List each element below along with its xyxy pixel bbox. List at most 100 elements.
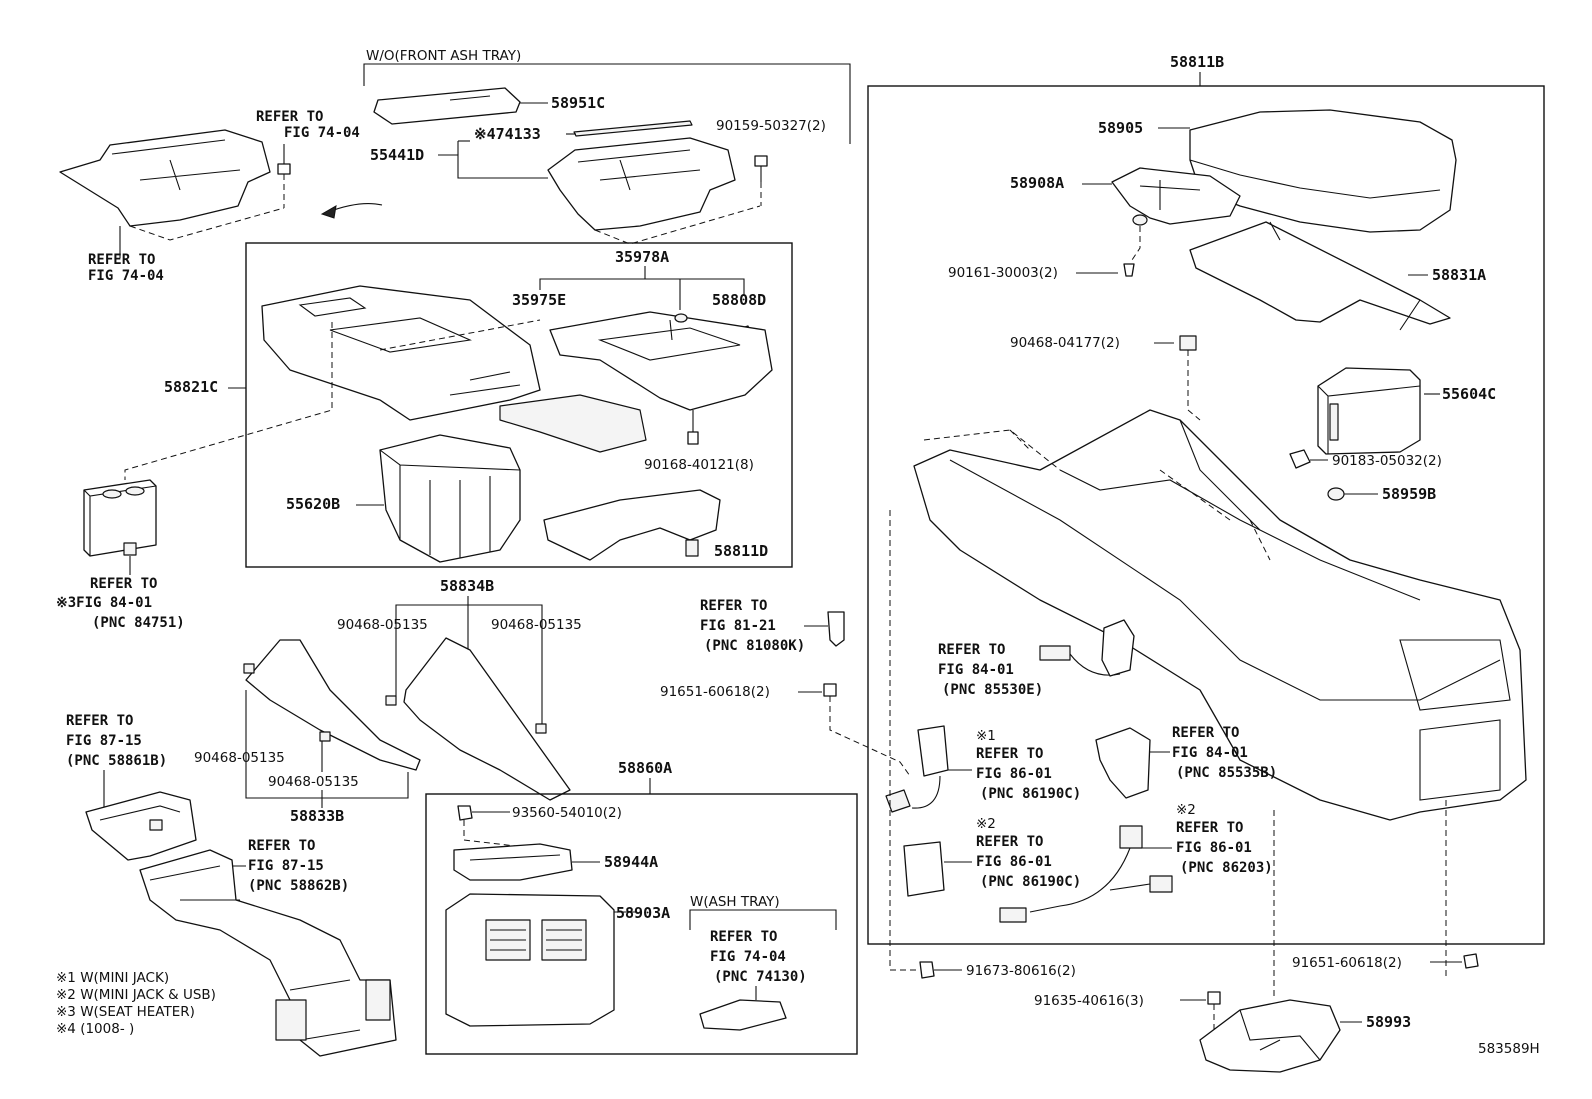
ref3-line3: (PNC 84751) xyxy=(92,615,185,631)
clip-90468-04177-part xyxy=(1179,335,1197,351)
rear-duct-lower-part xyxy=(139,849,397,1057)
seat-heater-switch-group: REFER TO ※3FIG 84-01 (PNC 84751) xyxy=(56,479,185,631)
ref12-line2: FIG 86-01 xyxy=(1176,840,1252,856)
label-58831A: 58831A xyxy=(1432,266,1486,284)
ref4-line1: REFER TO xyxy=(700,598,767,614)
label-58944A: 58944A xyxy=(604,853,658,871)
label-58834B: 58834B xyxy=(440,577,494,595)
note-2: ※2 W(MINI JACK & USB) xyxy=(56,987,216,1003)
console-front-part xyxy=(547,137,736,231)
label-55604C: 55604C xyxy=(1442,385,1496,403)
diagram-code: 583589H xyxy=(1478,1041,1540,1057)
ref6-line1: REFER TO xyxy=(248,838,315,854)
label-58993: 58993 xyxy=(1366,1013,1411,1031)
connector-81080K-part xyxy=(827,611,845,647)
label-58951C: 58951C xyxy=(551,94,605,112)
label-90183: 90183-05032(2) xyxy=(1332,453,1442,469)
console-box-group: 58811B 58905 58908A 90161-30003(2) 58831… xyxy=(867,53,1545,945)
label-91651-top: 91651-60618(2) xyxy=(660,684,770,700)
ref6-line3: (PNC 58862B) xyxy=(248,878,349,894)
ref3-line1: REFER TO xyxy=(90,576,157,592)
usb-cable-end-part xyxy=(999,907,1027,923)
ref5-line2: FIG 87-15 xyxy=(66,733,142,749)
label-90168: 90168-40121(8) xyxy=(644,457,754,473)
ref9-line1: REFER TO xyxy=(976,746,1043,762)
footnotes: ※1 W(MINI JACK) ※2 W(MINI JACK & USB) ※3… xyxy=(56,970,216,1037)
armrest-base-part xyxy=(1189,221,1451,325)
cup-holder-part xyxy=(379,434,521,563)
rear-panel-group: 58860A 93560-54010(2) 58944A 58903A W(AS… xyxy=(425,759,858,1055)
bolt-ref1-part xyxy=(277,163,291,175)
usb-cable-connector-part xyxy=(1119,825,1143,849)
label-90468-b: 90468-05135 xyxy=(491,617,582,633)
side-panel-left-part xyxy=(245,639,421,771)
console-box-insert-part xyxy=(1317,367,1421,455)
lighter-socket-part xyxy=(1101,619,1135,677)
ref6-line2: FIG 87-15 xyxy=(248,858,324,874)
ref10-line3: (PNC 85535B) xyxy=(1176,765,1277,781)
ref4-line3: (PNC 81080K) xyxy=(704,638,805,654)
console-body-part xyxy=(913,409,1527,821)
label-58903A: 58903A xyxy=(616,904,670,922)
strip-part xyxy=(573,120,693,137)
clip-90168-part xyxy=(687,431,699,445)
bolt-91651-top-part xyxy=(823,683,837,697)
bolt-91635-part xyxy=(1207,991,1221,1005)
bolt-91651-bottom-part xyxy=(1463,953,1479,969)
note-3: ※3 W(SEAT HEATER) xyxy=(56,1004,195,1020)
label-58860A: 58860A xyxy=(618,759,672,777)
label-74133: ※474133 xyxy=(474,125,541,143)
bulb-58959B-part xyxy=(1327,487,1345,501)
ref11-line2: FIG 86-01 xyxy=(976,854,1052,870)
ref7-line1: REFER TO xyxy=(710,929,777,945)
label-90468-d: 90468-05135 xyxy=(268,774,359,790)
ref12-note: ※2 xyxy=(1176,802,1196,818)
shift-bezel-part xyxy=(261,285,541,421)
screw-93560-part xyxy=(457,805,473,821)
ref2-line2: FIG 74-04 xyxy=(88,268,164,284)
indicator-plate-part xyxy=(499,394,647,453)
ash-tray-lid-part xyxy=(373,87,521,125)
lighter-connector-part xyxy=(1039,645,1071,661)
ref9-note: ※1 xyxy=(976,728,996,744)
front-ash-tray-group: W/O(FRONT ASH TRAY) 58951C ※474133 90159… xyxy=(59,48,851,284)
bolt-91673-part xyxy=(919,961,935,979)
label-58811B: 58811B xyxy=(1170,53,1224,71)
group-title-ash-tray: W(ASH TRAY) xyxy=(690,894,780,910)
ref12-line1: REFER TO xyxy=(1176,820,1243,836)
console-bracket-part xyxy=(1199,999,1341,1073)
label-35975E: 35975E xyxy=(512,291,566,309)
rear-cover-part xyxy=(453,843,573,881)
ref5-line1: REFER TO xyxy=(66,713,133,729)
note-1: ※1 W(MINI JACK) xyxy=(56,970,169,986)
ref9-line3: (PNC 86190C) xyxy=(980,786,1081,802)
ref8-line3: (PNC 85530E) xyxy=(942,682,1043,698)
ref7-line3: (PNC 74130) xyxy=(714,969,807,985)
ref9-line2: FIG 86-01 xyxy=(976,766,1052,782)
ref11-line3: (PNC 86190C) xyxy=(980,874,1081,890)
ref11-note: ※2 xyxy=(976,816,996,832)
ref1-line1: REFER TO xyxy=(256,109,323,125)
seat-heater-switch-part xyxy=(83,479,157,557)
label-58959B: 58959B xyxy=(1382,485,1436,503)
ref10-line1: REFER TO xyxy=(1172,725,1239,741)
ref3-line2: ※3FIG 84-01 xyxy=(56,595,152,611)
label-90468-a: 90468-05135 xyxy=(337,617,428,633)
label-90468-c: 90468-05135 xyxy=(194,750,285,766)
label-58833B: 58833B xyxy=(290,807,344,825)
ref8-line1: REFER TO xyxy=(938,642,1005,658)
bolt-90159-part xyxy=(754,155,768,167)
group-title-front-ash-tray: W/O(FRONT ASH TRAY) xyxy=(366,48,521,64)
clip-90183-part xyxy=(1289,449,1311,469)
label-90159: 90159-50327(2) xyxy=(716,118,826,134)
label-58811D: 58811D xyxy=(714,542,768,560)
ref12-line3: (PNC 86203) xyxy=(1180,860,1273,876)
label-58905: 58905 xyxy=(1098,119,1143,137)
label-58808D: 58808D xyxy=(712,291,766,309)
label-55441D: 55441D xyxy=(370,146,424,164)
clip-58811D-part xyxy=(685,539,699,557)
middle-refs: REFER TO FIG 81-21 (PNC 81080K) 91651-60… xyxy=(660,598,911,777)
ash-tray-part xyxy=(699,999,787,1031)
